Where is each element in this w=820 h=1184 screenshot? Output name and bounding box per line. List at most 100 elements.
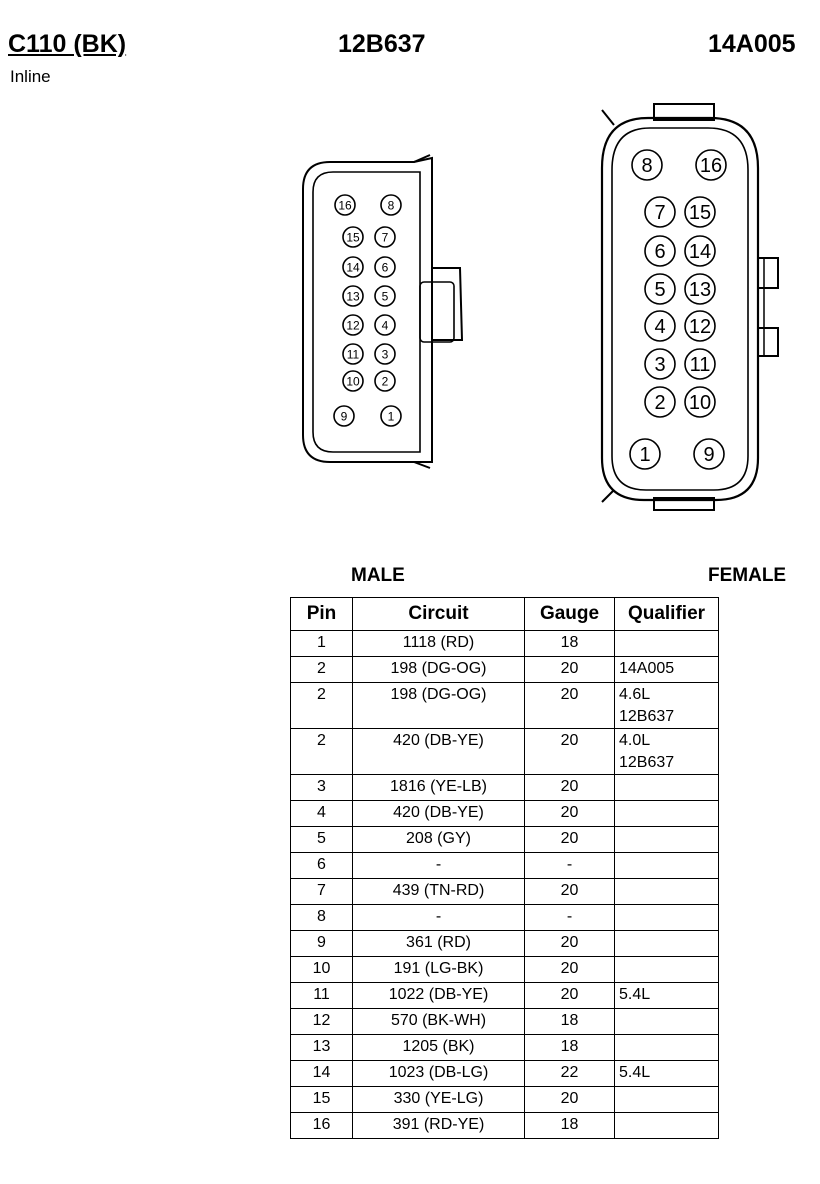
male-pin-circle xyxy=(380,194,402,216)
gauge-cell: 22 xyxy=(524,1060,615,1087)
female-pin-circle xyxy=(644,235,676,267)
male-label: MALE xyxy=(351,565,405,586)
pin-cell: 5 xyxy=(290,826,353,853)
female-pin-circle xyxy=(695,149,727,181)
circuit-cell: 391 (RD-YE) xyxy=(352,1112,525,1139)
qualifier-cell xyxy=(614,904,719,931)
female-pin-label: 4 xyxy=(654,316,665,338)
gauge-cell: - xyxy=(524,852,615,879)
male-connector-body xyxy=(302,154,464,469)
pin-cell: 9 xyxy=(290,930,353,957)
female-pin-circle xyxy=(644,273,676,305)
male-pin-circle xyxy=(374,285,396,307)
pin-cell: 10 xyxy=(290,956,353,983)
qualifier-cell: 14A005 xyxy=(614,656,719,683)
female-pin-circle xyxy=(684,348,716,380)
circuit-cell: 439 (TN-RD) xyxy=(352,878,525,905)
circuit-cell: 1816 (YE-LB) xyxy=(352,774,525,801)
male-pin-label: 1 xyxy=(388,409,395,423)
male-pin-label: 7 xyxy=(382,230,389,244)
female-pin-label: 7 xyxy=(654,202,665,224)
pin-cell: 2 xyxy=(290,656,353,683)
male-pin-circle xyxy=(374,256,396,278)
gauge-cell: 20 xyxy=(524,878,615,905)
male-pin-circle xyxy=(342,226,364,248)
circuit-column-header: Circuit xyxy=(352,597,525,631)
male-pin-label: 13 xyxy=(346,289,360,303)
female-pin-label: 6 xyxy=(654,241,665,263)
pin-cell: 15 xyxy=(290,1086,353,1113)
male-pin-label: 5 xyxy=(382,289,389,303)
female-connector-body xyxy=(600,103,779,511)
gauge-cell: 20 xyxy=(524,656,615,683)
female-pin-circle xyxy=(644,310,676,342)
table-row: 8-- xyxy=(290,904,719,931)
male-pin-circle xyxy=(380,405,402,427)
qualifier-cell xyxy=(614,852,719,879)
male-pin-circle xyxy=(342,314,364,336)
male-pin-circle xyxy=(342,370,364,392)
male-pin-label: 15 xyxy=(346,230,360,244)
pin-cell: 12 xyxy=(290,1008,353,1035)
circuit-cell: 361 (RD) xyxy=(352,930,525,957)
female-pin-circle xyxy=(684,273,716,305)
circuit-cell: 208 (GY) xyxy=(352,826,525,853)
male-pin-label: 3 xyxy=(382,347,389,361)
pin-cell: 14 xyxy=(290,1060,353,1087)
gauge-cell: 18 xyxy=(524,630,615,657)
qualifier-cell xyxy=(614,800,719,827)
male-pin-circle xyxy=(334,194,356,216)
male-pin-label: 6 xyxy=(382,260,389,274)
circuit-cell: 570 (BK-WH) xyxy=(352,1008,525,1035)
gauge-cell: 20 xyxy=(524,728,615,775)
circuit-cell: 1022 (DB-YE) xyxy=(352,982,525,1009)
female-pin-circle xyxy=(644,386,676,418)
gauge-cell: 18 xyxy=(524,1008,615,1035)
table-header-row: Pin Circuit Gauge Qualifier xyxy=(290,597,719,631)
female-pin-circle xyxy=(684,310,716,342)
qualifier-text: 5.4L xyxy=(619,1064,651,1081)
female-part-number: 14A005 xyxy=(708,30,796,58)
male-pin-circle xyxy=(342,285,364,307)
gauge-cell: 20 xyxy=(524,930,615,957)
male-part-number: 12B637 xyxy=(338,30,426,58)
qualifier-cell xyxy=(614,878,719,905)
male-pin-circle xyxy=(342,343,364,365)
female-pin-label: 9 xyxy=(703,444,714,466)
qualifier-text-line2: 12B637 xyxy=(619,754,675,771)
female-pin-circle xyxy=(684,196,716,228)
male-pin-circle xyxy=(374,343,396,365)
circuit-cell: 1205 (BK) xyxy=(352,1034,525,1061)
qualifier-cell xyxy=(614,630,719,657)
gauge-cell: 20 xyxy=(524,1086,615,1113)
gauge-cell: 18 xyxy=(524,1034,615,1061)
female-pin-circle xyxy=(684,235,716,267)
female-pin-circle xyxy=(644,196,676,228)
pin-cell: 3 xyxy=(290,774,353,801)
qualifier-cell xyxy=(614,1008,719,1035)
table-row: 6-- xyxy=(290,852,719,879)
connector-id: C110 (BK) xyxy=(8,30,127,58)
qualifier-text-line2: 12B637 xyxy=(619,708,675,725)
female-pin-label: 5 xyxy=(654,279,665,301)
pin-cell: 11 xyxy=(290,982,353,1009)
female-pin-label: 2 xyxy=(654,392,665,414)
male-pin-label: 8 xyxy=(388,198,395,212)
female-pin-circle xyxy=(629,438,661,470)
qualifier-cell xyxy=(614,774,719,801)
pin-cell: 7 xyxy=(290,878,353,905)
gauge-cell: 20 xyxy=(524,826,615,853)
qualifier-cell xyxy=(614,956,719,983)
qualifier-cell xyxy=(614,930,719,957)
